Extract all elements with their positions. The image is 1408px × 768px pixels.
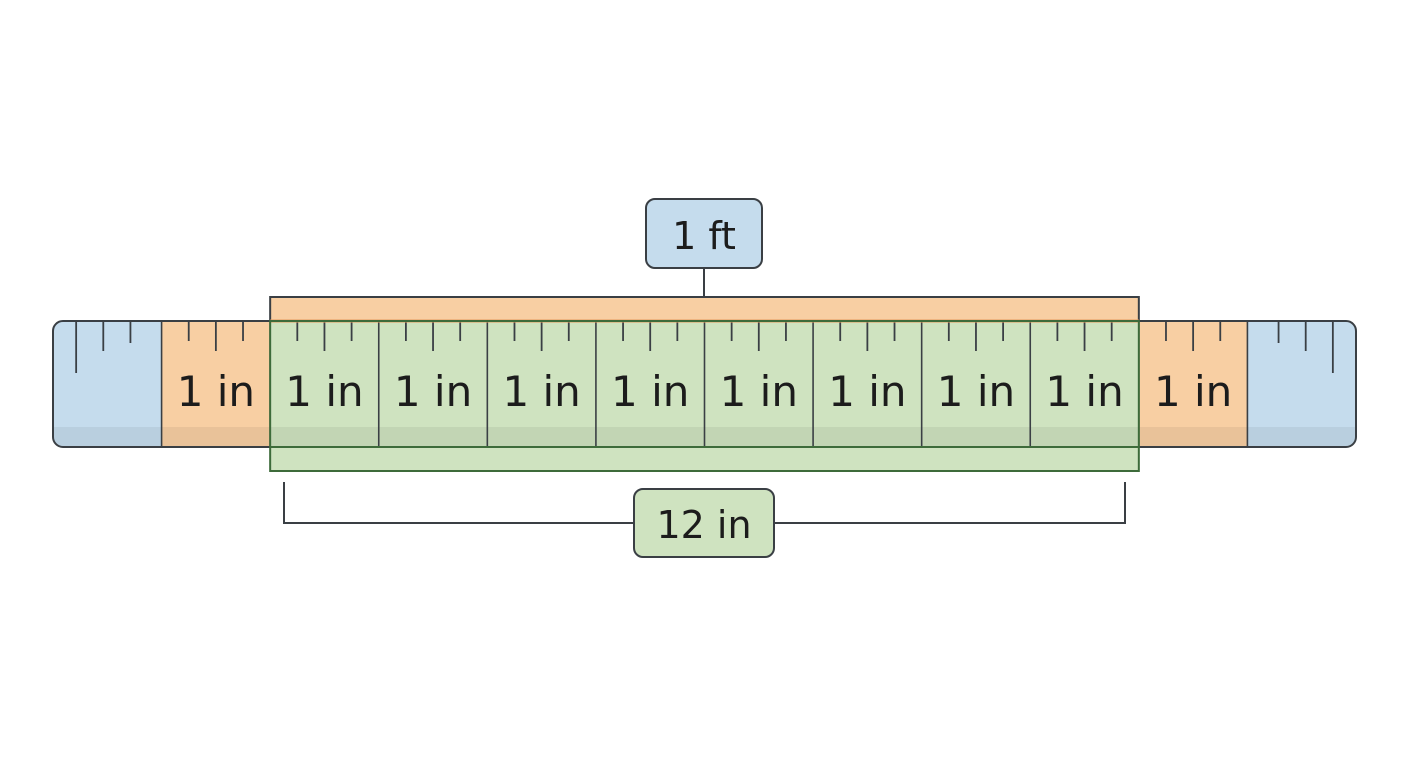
inch-label: 1 in [828, 367, 906, 416]
inch-label: 1 in [177, 367, 255, 416]
inches-label-box [633, 488, 775, 558]
ruler-segment-side [53, 321, 163, 447]
ruler-body [53, 321, 1356, 447]
ruler: 1 in 1 in 1 in 1 in 1 in 1 in 1 in 1 in 1 in 1 in [52, 296, 1357, 472]
inches-label: 12 in [656, 503, 751, 547]
foot-band-top [269, 296, 1140, 322]
foot-label: 1 ft [672, 214, 736, 258]
inch-label: 1 in [394, 367, 472, 416]
foot-callout: 1 ft [645, 198, 763, 296]
inch-label: 1 in [285, 367, 363, 416]
twelve-inch-band-bottom [269, 446, 1140, 472]
inch-label: 1 in [502, 367, 580, 416]
inch-dimension: 12 in [283, 482, 1126, 558]
foot-label-box [645, 198, 763, 269]
inch-label: 1 in [1045, 367, 1123, 416]
ruler-segment-side [1247, 321, 1356, 447]
dimension-bracket [283, 482, 1126, 524]
inch-label: 1 in [937, 367, 1015, 416]
inch-label: 1 in [720, 367, 798, 416]
inch-label: 1 in [1154, 367, 1232, 416]
inch-label: 1 in [611, 367, 689, 416]
twelve-inch-outline [269, 320, 1140, 448]
